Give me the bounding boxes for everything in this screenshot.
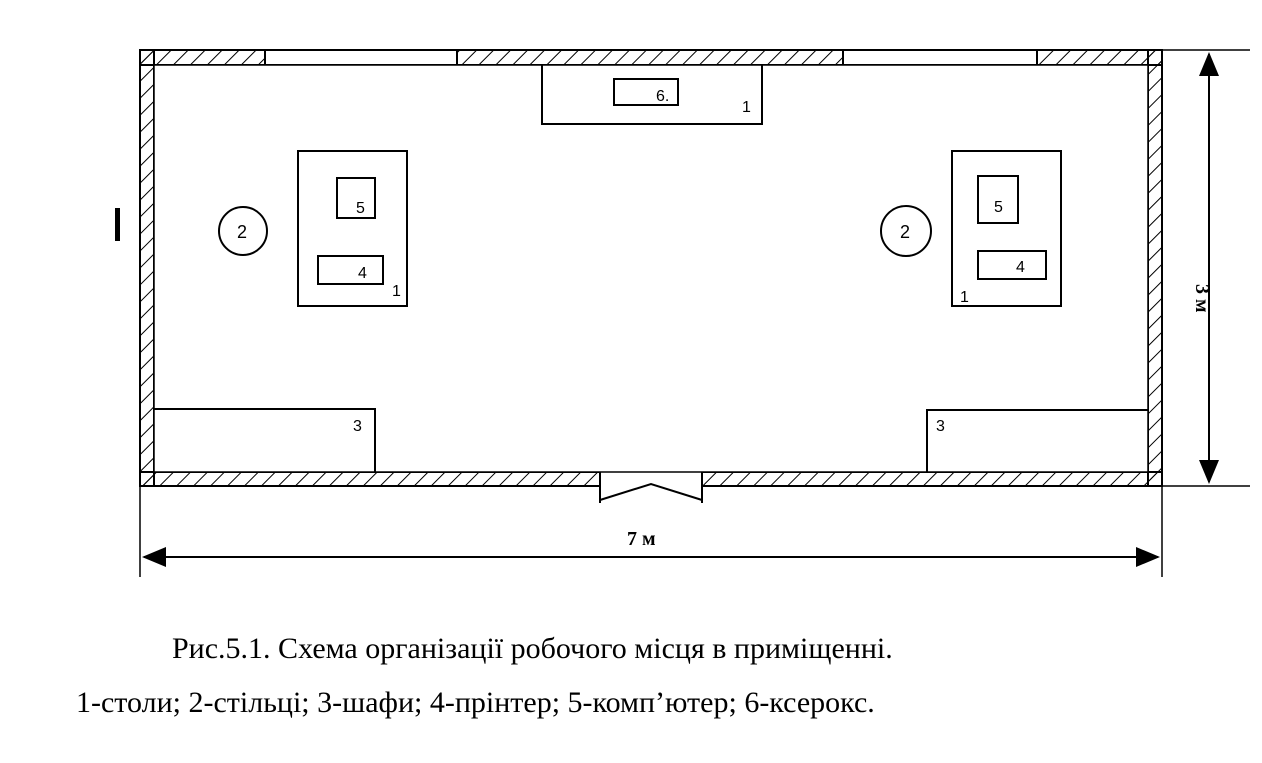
- right-printer-label: 4: [1016, 259, 1025, 276]
- right-table-label: 1: [960, 289, 969, 306]
- right-computer-label: 5: [994, 199, 1003, 216]
- left-printer-label: 4: [358, 265, 367, 282]
- right-cabinet: [926, 409, 1148, 472]
- right-computer: [977, 175, 1019, 224]
- right-chair: [880, 205, 932, 257]
- left-printer: [317, 255, 384, 285]
- width-label: 7 м: [627, 528, 656, 550]
- right-printer: [977, 250, 1047, 280]
- figure-caption-title: Рис.5.1. Схема організації робочого місц…: [172, 632, 893, 665]
- top-window-2: [843, 51, 1037, 64]
- left-cabinet-label: 3: [353, 418, 362, 435]
- right-workstation: 5 4 1 2: [880, 150, 1062, 307]
- left-table: [297, 150, 408, 307]
- figure-caption-legend: 1-столи; 2-стільці; 3-шафи; 4-прінтер; 5…: [76, 686, 875, 719]
- left-computer-label: 5: [356, 200, 365, 217]
- left-chair-label: 2: [237, 222, 247, 242]
- height-dimension: 3 м: [1162, 49, 1250, 487]
- left-chair: [218, 206, 268, 256]
- height-label: 3 м: [1191, 284, 1213, 313]
- top-window-1: [265, 51, 457, 64]
- left-wall: [139, 49, 155, 487]
- right-chair-label: 2: [900, 222, 910, 242]
- xerox: [613, 78, 679, 106]
- room-interior: [153, 64, 1149, 473]
- right-wall: [1147, 49, 1163, 487]
- xerox-table-label: 1: [742, 99, 751, 116]
- width-dimension: 7 м: [139, 486, 1163, 577]
- bottom-wall-right: [701, 471, 1163, 487]
- right-cabinet-label: 3: [936, 418, 945, 435]
- room-floor-plan: 6. 1 5 4 1 2 5 4 1 2 3 3 7 м: [115, 49, 1250, 577]
- xerox-table: 6. 1: [541, 65, 763, 125]
- left-table-label: 1: [392, 283, 401, 300]
- left-cabinet: [154, 408, 376, 472]
- bottom-wall-left: [139, 471, 601, 487]
- left-computer: [336, 177, 376, 219]
- door: [599, 472, 703, 503]
- wall-mark: [115, 208, 120, 241]
- walls: [139, 49, 1163, 487]
- xerox-label: 6.: [656, 88, 669, 105]
- right-table: [951, 150, 1062, 307]
- left-workstation: 5 4 1 2: [218, 150, 408, 307]
- cabinets: 3 3: [154, 408, 1148, 472]
